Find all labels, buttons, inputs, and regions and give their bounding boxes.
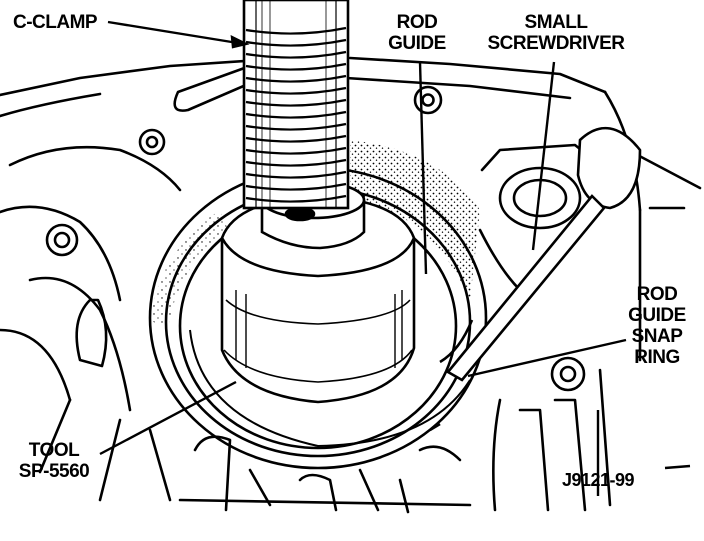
label-c-clamp: C-CLAMP [13,12,98,33]
label-rod-guide-line1: ROD [396,12,438,33]
label-snap-ring-line3: SNAP [631,326,683,347]
screw-threads [245,26,347,203]
label-rod-guide: ROD GUIDE [372,12,462,54]
label-rod-guide-line2: GUIDE [388,33,446,54]
screwdriver-shaft [446,194,606,382]
label-small-screwdriver-line1: SMALL [524,12,588,33]
leader-rod-guide [418,61,428,275]
label-tool-sp-5560: TOOL SP-5560 [6,440,102,482]
label-small-screwdriver-line2: SCREWDRIVER [487,33,625,54]
label-snap-ring-line1: ROD [636,284,678,305]
label-snap-ring-line2: GUIDE [628,305,686,326]
label-snap-ring-line4: RING [634,347,680,368]
c-clamp-screw [242,0,350,210]
label-rod-guide-snap-ring: ROD GUIDE SNAP RING [616,284,698,368]
leader-tool [99,380,237,456]
transmission-case [0,56,702,514]
leader-c-clamp [107,20,245,46]
figure-id-dash [664,464,691,470]
leader-small-screwdriver [531,61,556,251]
tool-sp-5560 [220,180,416,404]
label-small-screwdriver: SMALL SCREWDRIVER [468,12,644,54]
label-tool-line1: TOOL [28,440,80,461]
leader-lines [99,20,691,496]
label-figure-id: J9121-99 [562,470,635,490]
leader-c-clamp-arrow [230,34,250,49]
label-tool-line2: SP-5560 [18,461,90,482]
leader-snap-ring [467,338,627,378]
snap-ring [429,319,474,432]
